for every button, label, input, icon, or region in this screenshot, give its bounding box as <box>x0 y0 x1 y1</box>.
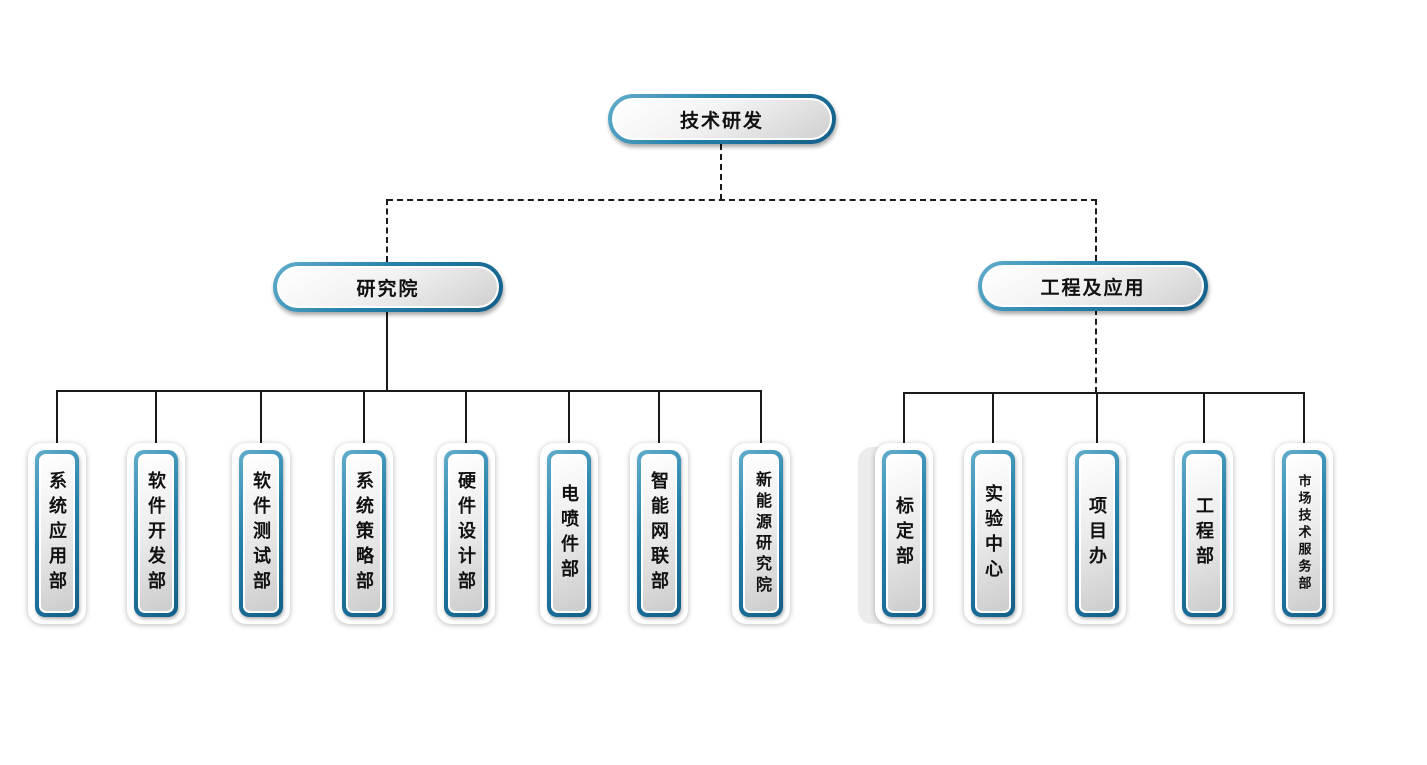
dept-node: 软件测试部 <box>232 443 290 624</box>
connector-drop <box>903 392 905 453</box>
dept-box: 软件测试部 <box>239 450 283 617</box>
dept-box: 实验中心 <box>971 450 1015 617</box>
connector-left-stem <box>386 312 388 391</box>
node-root-label: 技术研发 <box>679 110 764 132</box>
connector-drop <box>155 390 157 452</box>
dept-label: 项目办 <box>1087 496 1107 571</box>
dept-node: 项目办 <box>1068 443 1126 624</box>
dept-box-fill: 市场技术服务部 <box>1286 454 1322 613</box>
dept-box-fill: 软件测试部 <box>243 454 279 613</box>
dept-box: 系统策略部 <box>342 450 386 617</box>
node-branch-label: 研究院 <box>356 278 420 300</box>
dept-box: 市场技术服务部 <box>1282 450 1326 617</box>
connector-left-rail <box>56 390 762 392</box>
connector-drop <box>760 390 762 452</box>
dept-box: 硬件设计部 <box>444 450 488 617</box>
connector-drop <box>992 392 994 453</box>
dept-node: 工程部 <box>1175 443 1233 624</box>
dept-node: 软件开发部 <box>127 443 185 624</box>
connector-right-rail <box>903 392 1305 394</box>
connector-drop <box>1203 392 1205 453</box>
dept-box: 系统应用部 <box>35 450 79 617</box>
dept-box-fill: 实验中心 <box>975 454 1011 613</box>
dept-box: 软件开发部 <box>134 450 178 617</box>
dept-label: 智能网联部 <box>649 471 669 596</box>
dept-label: 实验中心 <box>983 483 1003 584</box>
dept-label: 系统应用部 <box>47 471 67 596</box>
dept-label: 电喷件部 <box>559 483 579 584</box>
dept-box: 工程部 <box>1182 450 1226 617</box>
connector-drop <box>1096 392 1098 453</box>
dept-label: 软件测试部 <box>251 471 271 596</box>
connector-drop <box>568 390 570 452</box>
dept-node: 标定部 <box>875 443 933 624</box>
connector-drop <box>56 390 58 452</box>
dept-label: 市场技术服务部 <box>1296 474 1312 593</box>
connector-root-stem <box>720 144 722 200</box>
dept-box-fill: 新能源研究院 <box>743 454 779 613</box>
dept-node: 硬件设计部 <box>437 443 495 624</box>
node-branch-fill: 研究院 <box>277 266 499 308</box>
connector-drop <box>465 390 467 452</box>
dept-label: 硬件设计部 <box>456 471 476 596</box>
dept-label: 软件开发部 <box>146 471 166 596</box>
connector-right-stem <box>1095 309 1097 393</box>
connector-drop <box>658 390 660 452</box>
node-branch-label: 工程及应用 <box>1040 277 1146 299</box>
dept-node: 实验中心 <box>964 443 1022 624</box>
dept-box: 智能网联部 <box>637 450 681 617</box>
connector-drop <box>363 390 365 452</box>
dept-box: 标定部 <box>882 450 926 617</box>
dept-node: 新能源研究院 <box>732 443 790 624</box>
dept-box-fill: 智能网联部 <box>641 454 677 613</box>
node-root-fill: 技术研发 <box>612 98 832 140</box>
dept-node: 系统策略部 <box>335 443 393 624</box>
node-branch-research: 研究院 <box>273 262 503 312</box>
dept-box-fill: 电喷件部 <box>551 454 587 613</box>
node-branch-fill: 工程及应用 <box>982 265 1204 307</box>
dept-label: 标定部 <box>894 496 914 571</box>
dept-label: 工程部 <box>1194 496 1214 571</box>
connector-drop <box>260 390 262 452</box>
dept-box-fill: 系统应用部 <box>39 454 75 613</box>
connector-tier2-rail <box>387 199 1097 201</box>
connector-drop <box>1303 392 1305 453</box>
dept-node: 电喷件部 <box>540 443 598 624</box>
connector-branch-left-drop <box>386 199 388 262</box>
dept-box-fill: 项目办 <box>1079 454 1115 613</box>
dept-box: 新能源研究院 <box>739 450 783 617</box>
dept-label: 新能源研究院 <box>753 470 770 597</box>
dept-box: 电喷件部 <box>547 450 591 617</box>
node-branch-engineering: 工程及应用 <box>978 261 1208 311</box>
dept-box: 项目办 <box>1075 450 1119 617</box>
node-root: 技术研发 <box>608 94 836 144</box>
dept-label: 系统策略部 <box>354 471 374 596</box>
dept-box-fill: 软件开发部 <box>138 454 174 613</box>
dept-box-fill: 工程部 <box>1186 454 1222 613</box>
connector-branch-right-drop <box>1095 199 1097 261</box>
dept-node: 智能网联部 <box>630 443 688 624</box>
dept-node: 系统应用部 <box>28 443 86 624</box>
dept-node: 市场技术服务部 <box>1275 443 1333 624</box>
dept-box-fill: 系统策略部 <box>346 454 382 613</box>
dept-box-fill: 硬件设计部 <box>448 454 484 613</box>
dept-box-fill: 标定部 <box>886 454 922 613</box>
